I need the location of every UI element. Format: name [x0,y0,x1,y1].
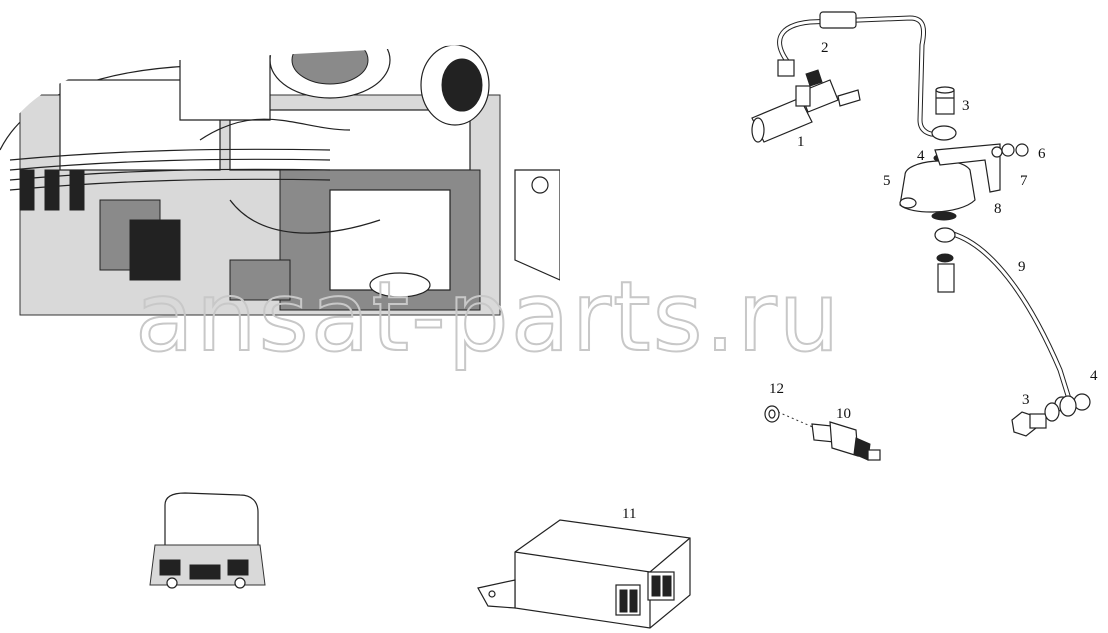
callout-3-lower: 3 [1022,392,1030,408]
callout-5: 5 [883,173,891,189]
part-5-filter-assembly [899,125,1029,221]
part-2-fuel-line [777,11,943,137]
callout-4-lower: 4 [1090,368,1098,384]
part-1-sensor [751,69,861,143]
part-9-return-line [934,227,1091,412]
part-11-control-module [477,519,691,629]
watermark-text: ansat-parts.ru [135,261,842,373]
engine-assembly-illustration [0,40,560,316]
callout-8: 8 [994,201,1002,217]
callout-11: 11 [622,506,636,522]
part-3-banjo-bolt-upper [935,86,955,115]
callout-7: 7 [1020,173,1028,189]
callout-2: 2 [821,40,829,56]
callout-12: 12 [769,381,784,397]
callout-3-upper: 3 [962,98,970,114]
callout-4-upper: 4 [917,148,925,164]
part-12-sealing-washer [764,405,780,423]
part-3-banjo-bolt-lower [1011,395,1077,437]
callout-1: 1 [797,134,805,150]
callout-6: 6 [1038,146,1046,162]
relay-unit [149,492,266,589]
callout-9: 9 [1018,259,1026,275]
part-10-temperature-sensor [777,411,881,461]
callout-10: 10 [836,406,851,422]
